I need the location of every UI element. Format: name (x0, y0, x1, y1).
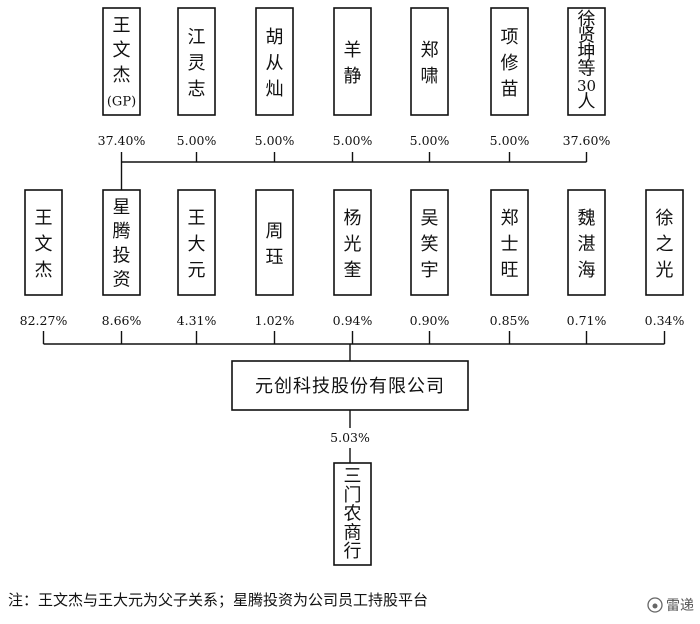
company-box: 元创科技股份有限公司 (231, 360, 469, 411)
mid-holder-name: 吴笑宇 (421, 208, 439, 281)
mid-holder-box: 徐之光 0.34% (645, 189, 685, 328)
mid-holder-name: 星腾投资 (113, 197, 131, 291)
top-holder-percentage: 37.40% (98, 133, 146, 148)
mid-holder-name: 王大元 (188, 208, 206, 281)
mid-holder-box: 杨光奎 0.94% (333, 189, 373, 328)
top-holder-percentage: 5.00% (255, 133, 295, 148)
top-holder-box: 羊静 5.00% (333, 7, 373, 148)
top-holder-name: 胡从灿 (266, 27, 284, 100)
mid-holder-percentage: 0.85% (490, 313, 530, 328)
top-holder-name: 项修苗 (501, 27, 519, 100)
top-connectors (120, 152, 588, 190)
mid-holder-name: 杨光奎 (344, 208, 362, 281)
mid-holder-percentage: 82.27% (20, 313, 68, 328)
mid-holder-name: 魏湛海 (578, 208, 596, 281)
mid-holder-box: 王大元 4.31% (177, 189, 217, 328)
top-holder-box: 王文杰(GP) 37.40% (98, 7, 146, 148)
mid-holder-box: 周珏 1.02% (255, 189, 295, 328)
mid-holder-box: 魏湛海 0.71% (567, 189, 607, 328)
top-holder-percentage: 37.60% (563, 133, 611, 148)
top-holder-name: 江灵志 (188, 27, 206, 100)
mid-holder-percentage: 0.94% (333, 313, 373, 328)
mid-holder-box: 星腾投资 8.66% (102, 189, 142, 328)
mid-holder-box: 吴笑宇 0.90% (410, 189, 450, 328)
top-holder-name: 郑啸 (421, 40, 439, 87)
mid-holder-box: 郑士旺 0.85% (490, 189, 530, 328)
mid-holder-percentage: 8.66% (102, 313, 142, 328)
top-holders-row: 王文杰(GP) 37.40% 江灵志 5.00% 胡从灿 5.00% 羊静 5.00% 郑啸 5.… (98, 7, 611, 148)
watermark: 雷递 (647, 597, 694, 614)
top-holder-box: 项修苗 5.00% (490, 7, 530, 148)
mid-holder-name: 徐之光 (656, 208, 674, 281)
top-holder-name: 羊静 (344, 40, 362, 87)
top-holder-name: 王文杰(GP) (107, 15, 136, 109)
mid-holders-row: 王文杰 82.27% 星腾投资 8.66% 王大元 4.31% 周珏 1.02% 杨光奎 0.94… (20, 189, 685, 328)
mid-holder-percentage: 0.71% (567, 313, 607, 328)
mid-holder-name: 周珏 (266, 221, 284, 268)
mid-holder-name: 郑士旺 (501, 208, 519, 281)
top-holder-box: 江灵志 5.00% (177, 7, 217, 148)
company-name: 元创科技股份有限公司 (255, 376, 445, 397)
target-name: 三门农商行 (344, 466, 362, 562)
mid-holder-percentage: 1.02% (255, 313, 295, 328)
weibo-icon (647, 597, 663, 613)
top-holder-percentage: 5.00% (333, 133, 373, 148)
top-holder-box: 胡从灿 5.00% (255, 7, 295, 148)
top-holder-percentage: 5.00% (410, 133, 450, 148)
target-box: 三门农商行 (333, 462, 372, 566)
top-holder-percentage: 5.00% (490, 133, 530, 148)
weibo-icon-eye (652, 603, 658, 609)
mid-holder-percentage: 0.34% (645, 313, 685, 328)
mid-connectors (42, 331, 666, 361)
watermark-text: 雷递 (666, 598, 694, 614)
footnote: 注：王文杰与王大元为父子关系；星腾投资为公司员工持股平台 (8, 591, 428, 609)
investment-percentage: 5.03% (330, 430, 370, 445)
mid-holder-name: 王文杰 (35, 208, 53, 281)
mid-holder-percentage: 4.31% (177, 313, 217, 328)
top-holder-percentage: 5.00% (177, 133, 217, 148)
top-holder-box: 郑啸 5.00% (410, 7, 450, 148)
mid-holder-box: 王文杰 82.27% (20, 189, 68, 328)
mid-holder-percentage: 0.90% (410, 313, 450, 328)
